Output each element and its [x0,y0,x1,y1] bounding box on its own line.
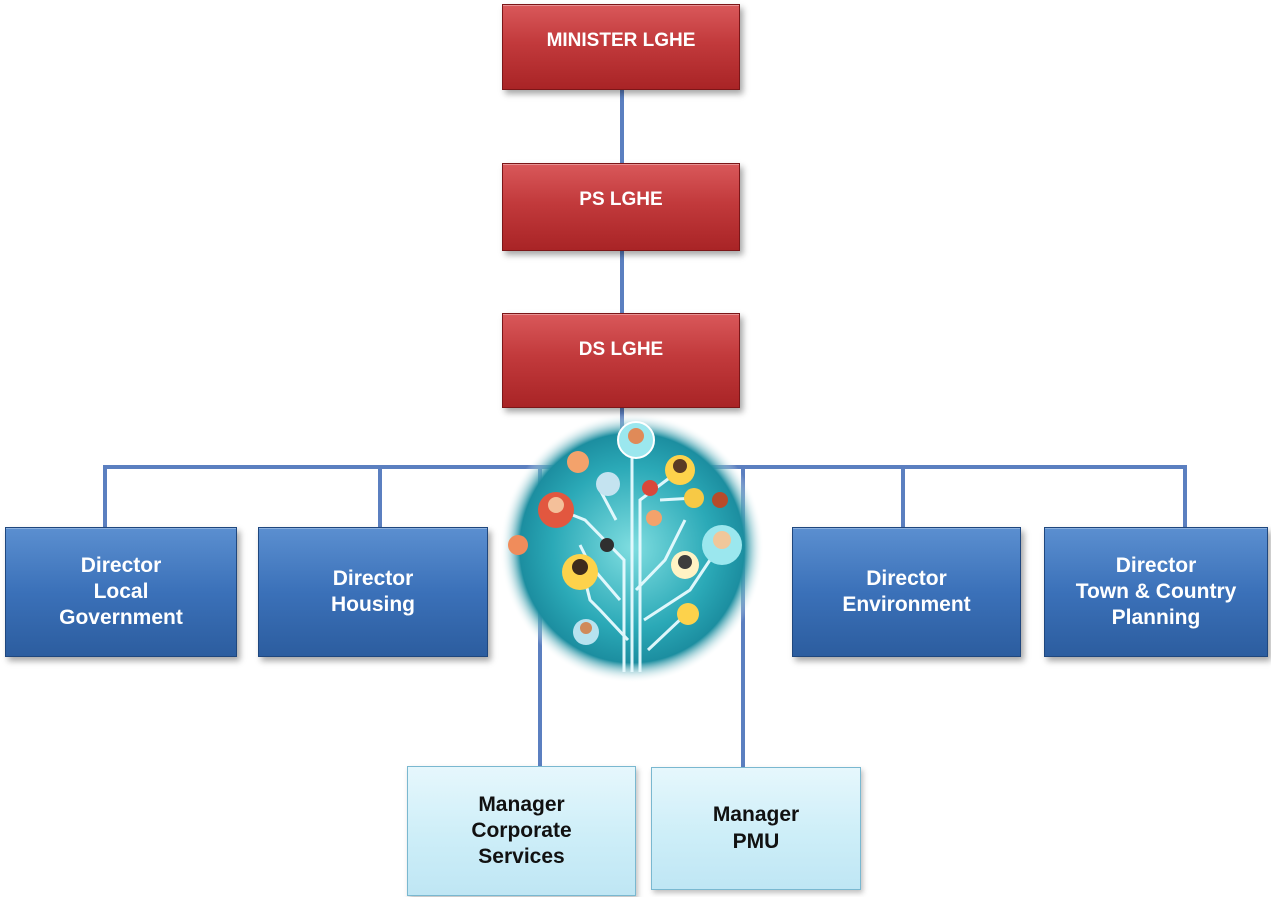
director-town-line-1: Director [1115,553,1197,577]
director-local-line-2: Local [93,579,149,603]
ps-label: PS LGHE [579,189,663,210]
director-housing-line-1: Director [332,566,414,590]
director-housing-line-2: Housing [331,593,415,616]
director-local-government-box: Director Local Government [5,527,237,657]
ds-box: DS LGHE [502,313,740,408]
manager-pmu-line-1: Manager [712,803,800,827]
ds-label: DS LGHE [578,339,664,360]
manager-pmu-box: Manager PMU [651,767,861,890]
director-town-line-3: Planning [1111,606,1201,630]
avatar-icons [508,421,742,645]
minister-box: MINISTER LGHE [502,4,740,90]
director-environment-box: Director Environment [792,527,1021,657]
manager-corporate-line-2: Corporate [471,818,572,842]
minister-label: MINISTER LGHE [546,30,696,51]
director-town-line-2: Town & Country [1075,579,1237,603]
manager-corporate-line-3: Services [478,845,565,869]
director-environment-line-1: Director [866,566,947,590]
ps-box: PS LGHE [502,163,740,251]
director-local-line-1: Director [80,553,162,577]
director-environment-line-2: Environment [842,593,971,616]
director-town-country-planning-box: Director Town & Country Planning [1044,527,1268,657]
manager-corporate-services-box: Manager Corporate Services [407,766,636,896]
manager-pmu-line-2: PMU [732,829,780,853]
director-local-line-3: Government [59,606,183,630]
manager-corporate-line-1: Manager [478,792,565,816]
director-housing-box: Director Housing [258,527,488,657]
